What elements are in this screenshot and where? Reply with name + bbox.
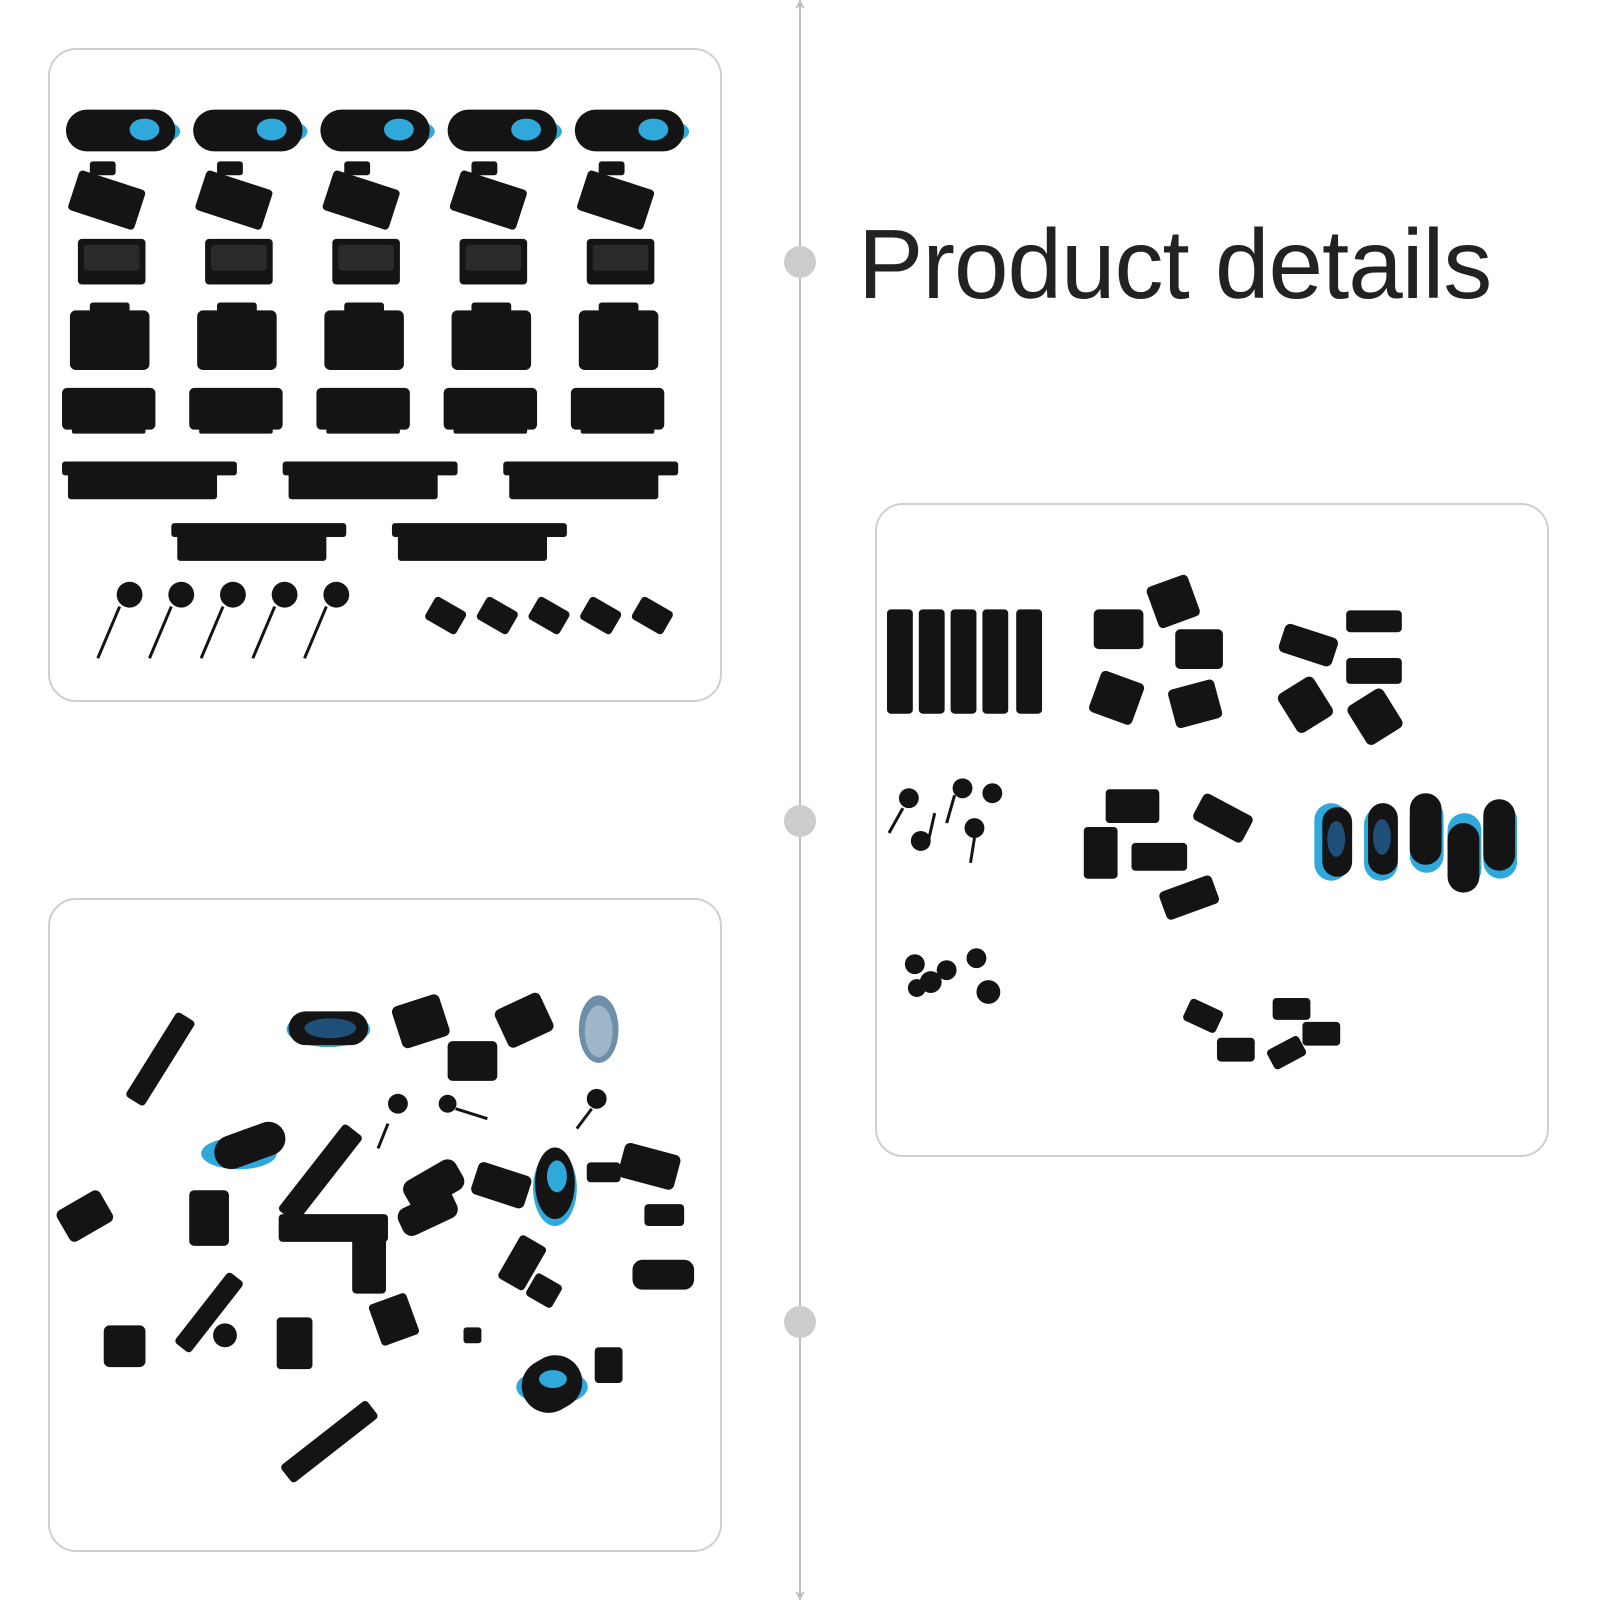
port-plugs-grouped-illustration	[887, 574, 1518, 1070]
port-plugs-scattered-illustration	[56, 992, 695, 1483]
webcam-covers-vertical	[1314, 793, 1518, 893]
port-plugs-grid-illustration	[61, 109, 690, 659]
timeline-line	[799, 0, 801, 1600]
product-photo-grouped	[875, 503, 1549, 1157]
product-photo-grid	[48, 48, 722, 702]
timeline-arrow-down-icon	[795, 1591, 805, 1600]
product-photo-scattered	[48, 898, 722, 1552]
timeline-dot	[784, 1306, 816, 1338]
timeline-arrow-up-icon	[795, 0, 805, 9]
timeline-dot	[784, 246, 816, 278]
timeline-dot	[784, 805, 816, 837]
page-title: Product details	[858, 209, 1492, 319]
webcam-cover-icon	[65, 109, 181, 152]
